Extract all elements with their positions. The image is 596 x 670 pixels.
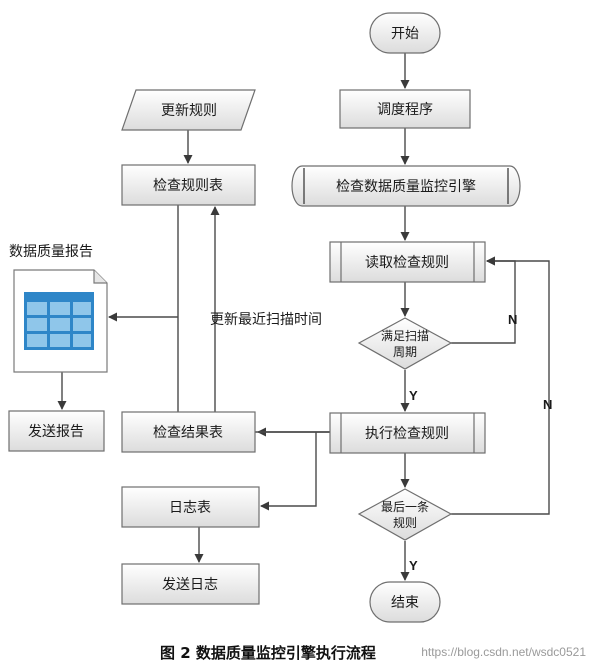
node-start[interactable]: 开始 [369,12,441,54]
decision-scan-period[interactable]: 满足扫描 周期 [357,317,453,370]
node-send-report-label: 发送报告 [28,424,84,440]
node-send-report[interactable]: 发送报告 [8,410,105,452]
label-no-2: N [543,397,552,412]
node-update-rules-label: 更新规则 [161,103,217,119]
edge-cond2-no-loop [451,256,550,515]
node-exec-rules-label: 执行检查规则 [365,426,449,442]
node-result-table[interactable]: 检查结果表 [121,411,256,453]
node-rule-table-label: 检查规则表 [153,178,223,194]
decision-last-rule-line2: 规则 [393,515,417,530]
figure-caption: 图 2 数据质量监控引擎执行流程 [160,644,376,662]
label-yes-2: Y [409,558,418,573]
node-log-table-label: 日志表 [169,500,211,516]
decision-last-rule-line1: 最后一条 [381,500,429,514]
node-read-rules[interactable]: 读取检查规则 [329,241,486,283]
decision-last-rule[interactable]: 最后一条 规则 [357,488,453,541]
report-document-icon [13,269,108,373]
node-start-label: 开始 [391,26,419,42]
node-engine-label: 检查数据质量监控引擎 [336,179,476,195]
node-rule-table[interactable]: 检查规则表 [121,164,256,206]
node-exec-rules[interactable]: 执行检查规则 [329,412,486,454]
node-engine[interactable]: 检查数据质量监控引擎 [291,165,521,207]
node-log-table[interactable]: 日志表 [121,486,260,528]
decision-scan-period-line2: 周期 [393,345,417,359]
node-update-rules[interactable]: 更新规则 [121,89,256,131]
node-scheduler-label: 调度程序 [377,102,433,118]
node-send-log-label: 发送日志 [162,577,218,593]
watermark: https://blog.csdn.net/wsdc0521 [421,645,586,659]
report-title: 数据质量报告 [9,244,93,260]
node-send-log[interactable]: 发送日志 [121,563,260,605]
label-no-1: N [508,312,517,327]
node-read-rules-label: 读取检查规则 [365,254,449,271]
node-scheduler[interactable]: 调度程序 [339,89,471,129]
label-yes-1: Y [409,388,418,403]
edge-exec-log [260,432,317,511]
connectors [57,53,550,581]
decision-scan-period-line1: 满足扫描 [381,329,429,343]
label-update-scan-time: 更新最近扫描时间 [210,312,322,328]
node-end[interactable]: 结束 [369,581,441,623]
node-end-label: 结束 [391,595,419,611]
node-result-table-label: 检查结果表 [153,425,223,441]
